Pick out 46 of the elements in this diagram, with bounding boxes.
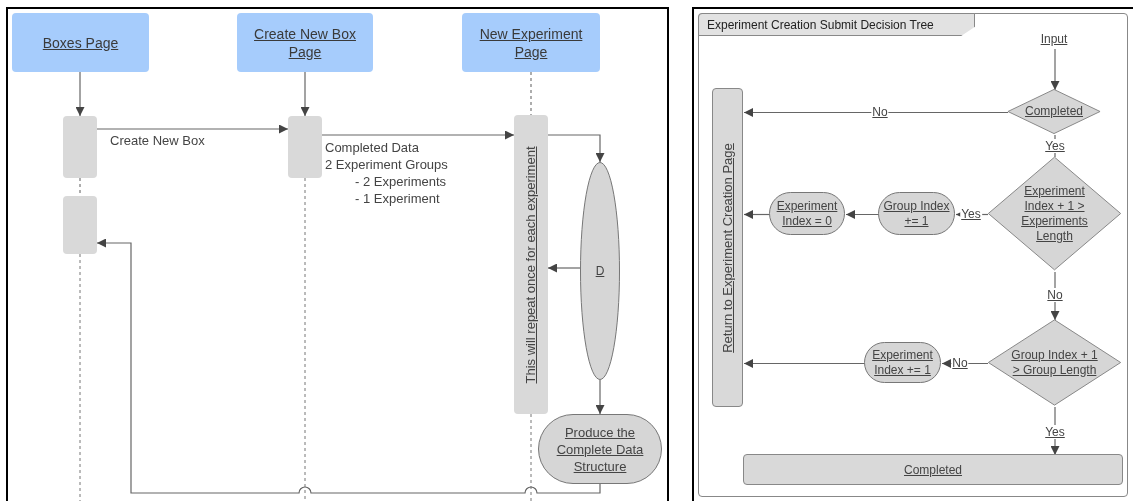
arrow [300,71,310,117]
arrow [96,124,289,134]
edge-label: No [951,356,969,370]
process-pill: Experiment Index += 1 [864,342,941,383]
arrow [547,134,605,163]
message-text: - 1 Experiment [355,191,440,207]
edge-label: Yes [960,207,982,221]
input-label: Input [1032,30,1076,48]
arrow [743,359,866,368]
process-pill: Group Index += 1 [878,192,955,235]
edge-label: No [871,105,889,119]
process-box: Completed [743,454,1123,485]
terminal-node: Produce the Complete Data Structure [538,414,662,484]
panel-title-tab: Experiment Creation Submit Decision Tree [698,13,975,36]
arrow [547,263,581,273]
arrow [75,71,85,117]
decision-diamond: Experiment Index + 1 > Experiments Length [987,156,1122,271]
message-text: - 2 Experiments [355,174,447,190]
process-pill: Experiment Index = 0 [769,192,845,235]
edge-label: No [1046,288,1064,302]
edge-label: Yes [1044,425,1066,439]
ellipse-node: D [580,162,620,380]
message-text: Completed Data [325,140,419,156]
lifeline [530,71,532,116]
activation-bar [63,196,97,254]
arrow [96,238,601,494]
activation-bar [63,116,97,178]
decision-diamond: Completed [1007,89,1101,134]
arrow [743,108,1009,117]
lifeline-header: Boxes Page [12,13,149,72]
edge-label: Yes [1044,139,1066,153]
arrow [743,210,771,219]
arrow [1050,406,1060,456]
arrow [845,210,880,219]
lifeline-header: New Experiment Page [462,13,600,72]
process-box: Return to Experiment Creation Page [712,88,743,407]
arrow [1050,48,1060,91]
edge-label: Create New Box [110,133,205,149]
message-text: 2 Experiment Groups [325,157,448,173]
activation-bar: This will repeat once for each experiment [514,115,548,414]
decision-diamond: Group Index + 1 > Group Length [987,319,1122,406]
lifeline-header: Create New Box Page [237,13,373,72]
arrow [1050,271,1060,321]
arrow [595,379,605,415]
arrow [321,130,515,140]
activation-bar [288,116,322,178]
